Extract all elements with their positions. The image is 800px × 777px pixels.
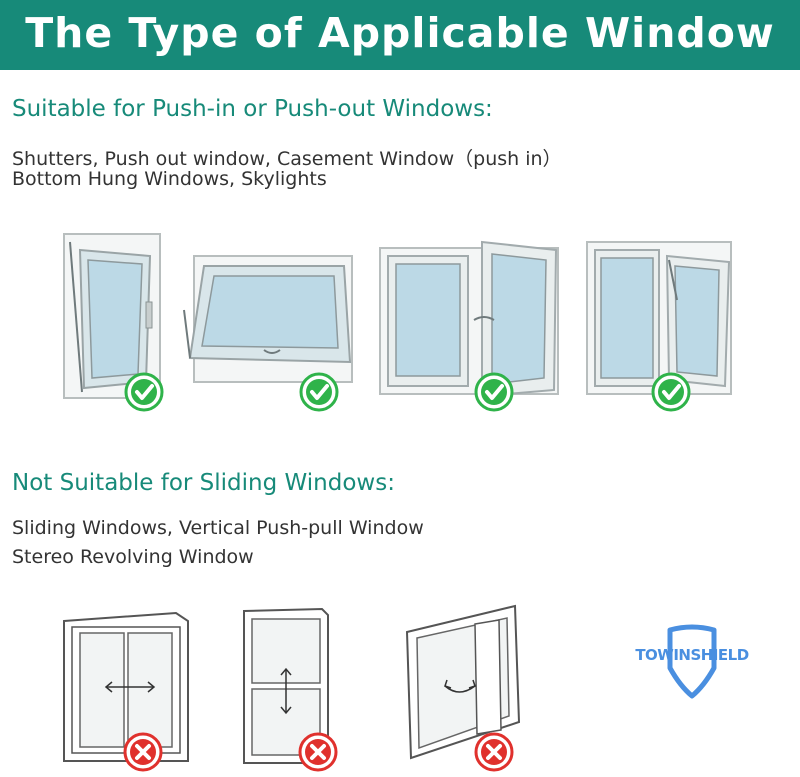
check-circle-icon xyxy=(124,372,164,412)
brand-logo: TOWINSHIELD xyxy=(634,624,750,700)
title-banner: The Type of Applicable Window xyxy=(0,0,800,70)
check-circle-icon xyxy=(299,372,339,412)
push-out-window-image xyxy=(183,255,353,383)
shutter-window-image xyxy=(63,233,161,399)
cross-circle-icon xyxy=(298,732,338,772)
not-suitable-line-2: Stereo Revolving Window xyxy=(12,546,254,568)
logo-text: TOWINSHIELD xyxy=(635,646,749,664)
not-suitable-heading: Not Suitable for Sliding Windows: xyxy=(12,470,395,496)
suitable-line-1: Shutters, Push out window, Casement Wind… xyxy=(12,148,562,170)
shield-icon xyxy=(667,624,717,699)
cross-circle-icon xyxy=(123,732,163,772)
sliding-window-image xyxy=(63,611,189,762)
vertical-push-pull-window-image xyxy=(243,607,329,764)
check-circle-icon xyxy=(474,372,514,412)
bottom-hung-window-image xyxy=(586,241,732,395)
casement-window-image xyxy=(379,240,559,398)
stereo-revolving-window-image xyxy=(405,604,521,760)
suitable-line-2: Bottom Hung Windows, Skylights xyxy=(12,168,327,190)
page-title: The Type of Applicable Window xyxy=(25,9,775,57)
not-suitable-line-1: Sliding Windows, Vertical Push-pull Wind… xyxy=(12,517,424,539)
check-circle-icon xyxy=(651,372,691,412)
suitable-heading: Suitable for Push-in or Push-out Windows… xyxy=(12,96,493,122)
cross-circle-icon xyxy=(474,732,514,772)
